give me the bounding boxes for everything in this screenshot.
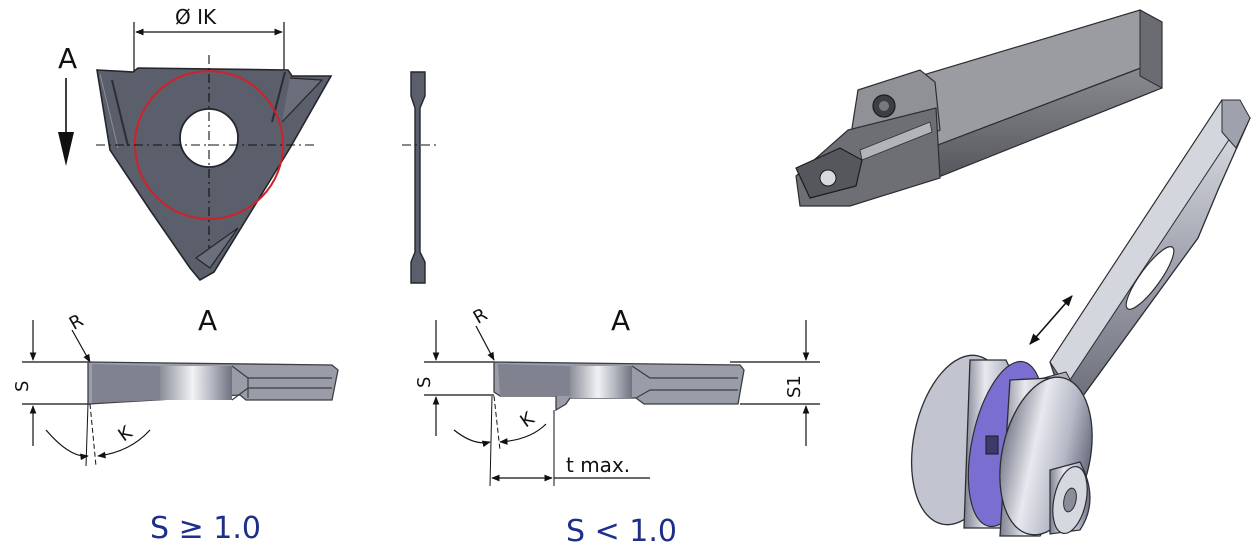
holder-insert-hole <box>819 169 837 187</box>
r-left-leader <box>71 329 91 363</box>
feed-direction-arrow <box>1029 295 1073 345</box>
caption-left: S ≥ 1.0 <box>150 511 261 546</box>
k-right-arc-1 <box>453 429 491 448</box>
blade-right-edge <box>631 365 738 379</box>
blade-left-tip <box>92 364 160 403</box>
wheel-insert-contact <box>985 435 999 455</box>
insert-highlight <box>99 73 119 149</box>
blade-left-shine <box>160 366 232 400</box>
holder-slot <box>859 121 933 161</box>
grinding-assembly-3d <box>910 99 1251 537</box>
r-right-leader <box>475 325 495 361</box>
view-a-right-label: A <box>611 304 630 337</box>
ik-label: Ø IK <box>175 5 217 29</box>
insert-corner-bottom <box>194 227 239 269</box>
blade-bar-face <box>1049 99 1239 387</box>
blade-right-tip <box>498 364 570 396</box>
view-a-arrow-label: A <box>58 42 77 75</box>
clamp-screw-head <box>879 101 889 111</box>
insert-side-profile <box>410 71 426 284</box>
insert-side-view <box>402 71 440 284</box>
insert-corner-right <box>281 77 324 123</box>
blade-right-shine <box>570 366 632 398</box>
s1-label: S1 <box>784 375 805 398</box>
blade-bar-end <box>1221 99 1251 149</box>
holder-shank-end <box>1139 9 1163 89</box>
insert-edge-right <box>271 71 286 123</box>
insert-edge-left <box>111 79 129 147</box>
k-left-arc-2 <box>97 429 151 459</box>
view-a-left-label: A <box>198 304 217 337</box>
r-left-label: R <box>66 310 87 334</box>
caption-right: S < 1.0 <box>566 514 677 549</box>
k-right-arc-2 <box>499 423 547 445</box>
tmax-label: t max. <box>566 453 630 477</box>
k-left-label: K <box>114 421 137 446</box>
k-left-line-1 <box>89 403 97 467</box>
k-right-line-1 <box>493 395 501 451</box>
view-a-arrow-head <box>58 132 74 166</box>
insert-front-view: Ø IK A <box>58 5 333 282</box>
wheel-hub-bore <box>1063 487 1077 513</box>
section-view-right: A R S S1 K t max. S < 1.0 <box>414 304 820 549</box>
k-left-arc-1 <box>45 429 89 461</box>
tool-holder-3d <box>795 9 1163 207</box>
section-view-left: A R S K S ≥ 1.0 <box>12 304 339 546</box>
k-right-label: K <box>516 407 539 432</box>
k-right-line-2 <box>489 395 493 487</box>
s-left-label: S <box>12 381 33 392</box>
blade-bar-slot <box>1125 246 1175 310</box>
r-right-label: R <box>470 304 491 328</box>
s-right-label: S <box>414 377 435 388</box>
blade-right-edge-2 <box>635 389 738 399</box>
